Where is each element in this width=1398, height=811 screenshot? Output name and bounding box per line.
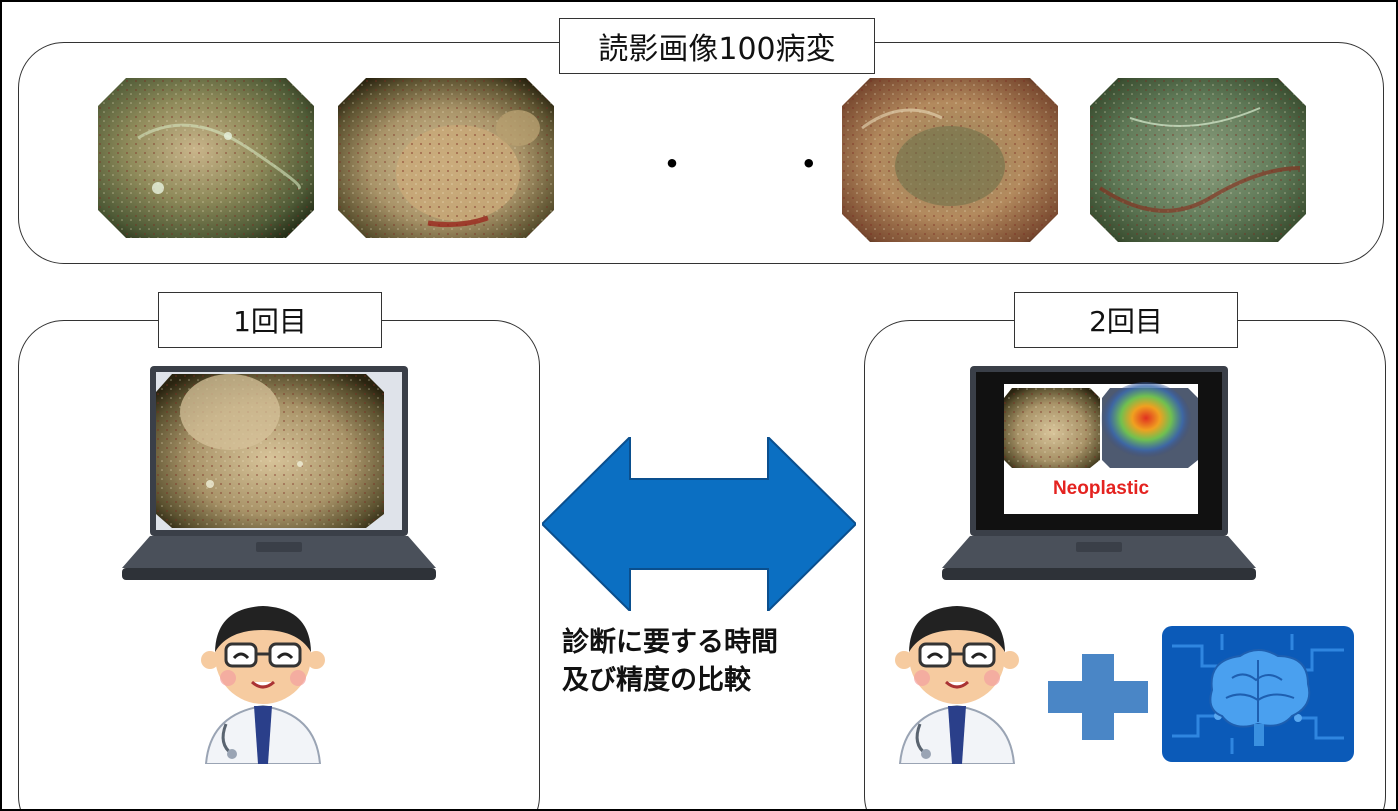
ai-input-image [1004,388,1100,468]
ai-brain-icon [1162,626,1354,762]
top-panel-title: 読影画像100病変 [559,18,875,74]
endoscopy-thumbnail-2 [338,78,554,238]
ai-heatmap-image [1100,382,1198,468]
ai-result-label: Neoplastic [1052,478,1150,499]
double-arrow-icon [542,437,856,611]
comparison-caption: 診断に要する時間 及び精度の比較 [562,624,778,700]
laptop-ai-icon [942,366,1256,580]
laptop-icon [122,366,436,580]
second-reading-title: 2回目 [1014,292,1238,348]
endoscopy-thumbnail-3 [842,78,1058,242]
endoscopy-thumbnail-1 [98,78,314,238]
endoscopy-screen-image [156,374,384,528]
doctor-icon [895,606,1019,764]
comparison-caption-line2: 及び精度の比較 [562,665,751,696]
first-reading-title: 1回目 [158,292,382,348]
comparison-caption-line1: 診断に要する時間 [562,627,778,658]
endoscopy-thumbnail-4 [1090,78,1306,242]
doctor-icon [201,606,325,764]
plus-icon [1048,654,1148,740]
